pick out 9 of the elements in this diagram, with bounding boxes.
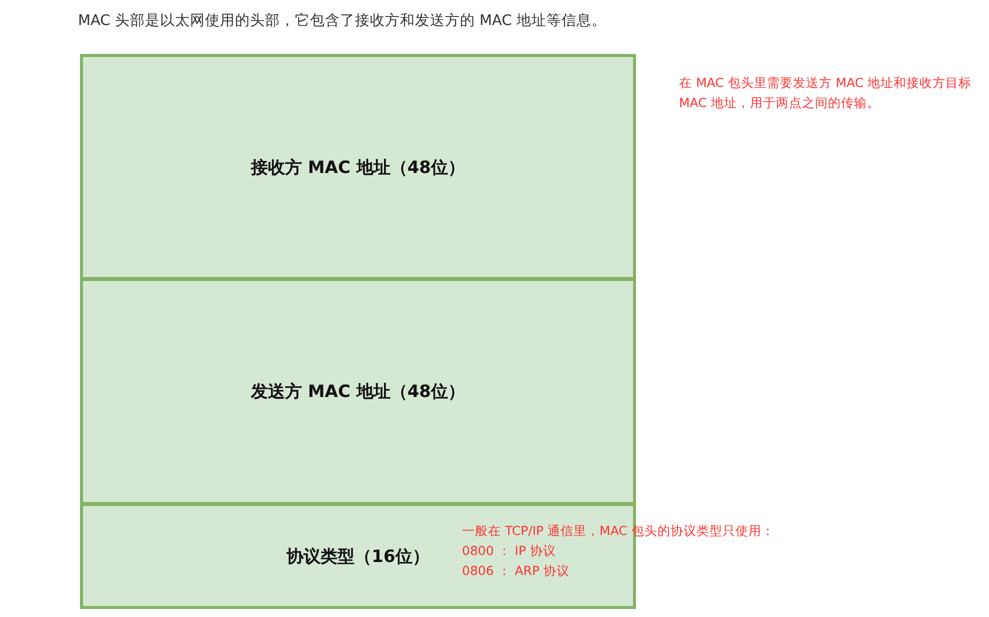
annotation-note: 0806 ： ARP 协议 bbox=[462, 562, 571, 580]
annotation-note: 0800 ： IP 协议 bbox=[462, 542, 557, 560]
annotation-note: 在 MAC 包头里需要发送方 MAC 地址和接收方目标 MAC 地址，用于两点之间的传输。 bbox=[679, 74, 973, 112]
field-label: 协议类型（16位） bbox=[286, 546, 430, 568]
field-label: 接收方 MAC 地址（48位） bbox=[250, 156, 466, 178]
field-label: 发送方 MAC 地址（48位） bbox=[250, 381, 466, 403]
header-field-box bbox=[80, 54, 636, 280]
heading: MAC 头部是以太网使用的头部，它包含了接收方和发送方的 MAC 地址等信息。 bbox=[78, 12, 606, 30]
header-field-box bbox=[80, 278, 636, 505]
